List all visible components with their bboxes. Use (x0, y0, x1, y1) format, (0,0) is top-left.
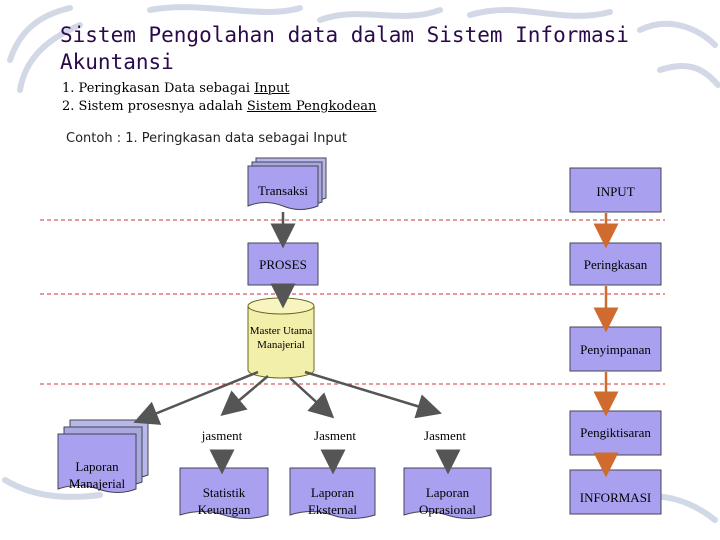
point-1-number: 1. (62, 81, 79, 96)
stage-peringkasan-label: Peringkasan (583, 257, 648, 272)
output-statistik-label: Statistik Keuangan (197, 485, 251, 517)
divider-lines (40, 219, 665, 385)
output-laporan-eksternal-label: Laporan Eksternal (307, 485, 358, 517)
master-label: Master Utama Manajerial (249, 325, 313, 351)
arrow-master-to-jasment-3 (304, 370, 442, 419)
stage-penyimpanan-box (569, 326, 662, 372)
transaksi-label: Transaksi (257, 183, 309, 198)
output-laporan-oprasional-label: Laporan Oprasional (418, 485, 477, 517)
laporan-oprasional-document (403, 467, 492, 519)
stage-boxes (569, 167, 662, 515)
jasment-label-1: jasment (201, 428, 243, 443)
output-documents (179, 467, 492, 519)
point-1: 1. Peringkasan Data sebagai Input (62, 81, 290, 96)
laporan-eksternal-document (289, 467, 376, 519)
arrow-master-to-laporan (133, 370, 259, 425)
proses-box (247, 242, 319, 286)
laporan-manajerial-label: Laporan Manajerial (68, 459, 126, 491)
page-title: Sistem Pengolahan data dalam Sistem Info… (60, 23, 629, 74)
transaksi-document-stack (247, 157, 327, 210)
statistik-document (179, 467, 269, 519)
stage-pengiktisaran-label: Pengiktisaran (580, 425, 651, 440)
jasment-label-2: Jasment (314, 428, 356, 443)
laporan-manajerial-document-stack (57, 419, 149, 493)
arrow-master-to-jasment-1 (220, 375, 269, 417)
arrow-master-to-jasment-2 (289, 377, 335, 419)
point-2-number: 2. (62, 99, 79, 114)
stage-penyimpanan-label: Penyimpanan (580, 342, 651, 357)
jasment-label-3: Jasment (424, 428, 466, 443)
point-1-underlined: Input (254, 81, 290, 96)
contoh-caption: Contoh : 1. Peringkasan data sebagai Inp… (66, 131, 347, 146)
stage-pengiktisaran-box (569, 410, 662, 456)
stage-peringkasan-box (569, 242, 662, 286)
stage-informasi-label: INFORMASI (579, 490, 652, 505)
point-2-underlined: Sistem Pengkodean (246, 99, 377, 114)
stage-input-label: INPUT (596, 184, 635, 199)
proses-label: PROSES (259, 257, 307, 272)
stage-input-box (569, 167, 662, 213)
point-2-text: Sistem prosesnya adalah (78, 99, 247, 114)
point-2: 2. Sistem prosesnya adalah Sistem Pengko… (62, 99, 376, 114)
point-1-text: Peringkasan Data sebagai (78, 81, 255, 96)
